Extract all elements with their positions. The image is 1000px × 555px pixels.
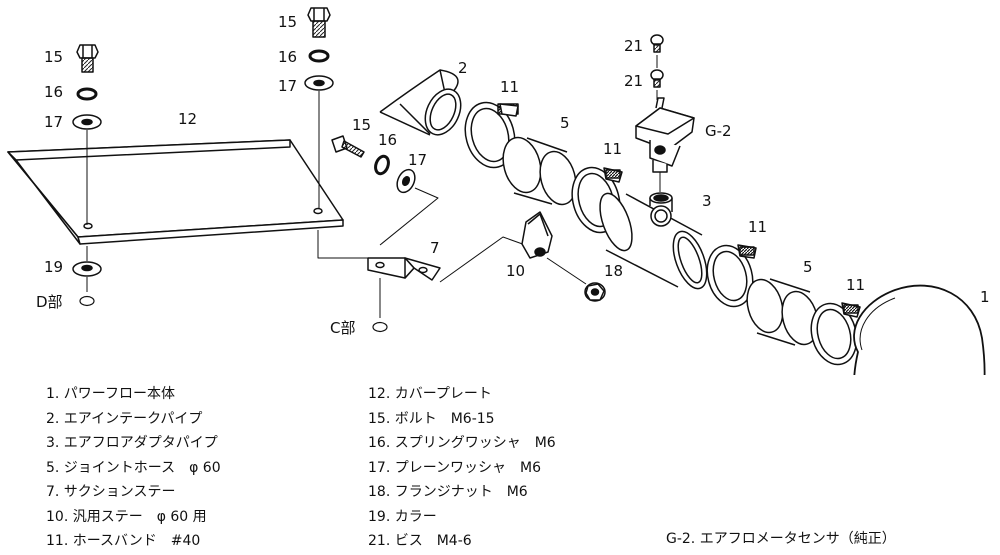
bolt-15-left (76, 44, 99, 73)
cover-plate-12 (7, 139, 344, 245)
legend-item: 10. 汎用ステー φ 60 用 (46, 508, 207, 525)
plain-washer-17-mid (396, 168, 416, 194)
suction-stay-7 (367, 257, 441, 281)
universal-stay-10 (521, 211, 553, 259)
callout-2: 2 (458, 59, 468, 77)
power-flow-body-1 (853, 284, 986, 375)
callout-11b: 11 (603, 140, 622, 158)
spring-washer-16-mid (374, 154, 390, 176)
label-part-d: D部 (36, 293, 63, 311)
callout-19: 19 (44, 258, 63, 276)
callout-g2: G-2 (705, 122, 732, 140)
collar-19 (72, 261, 102, 277)
callout-1: 1 (980, 288, 990, 306)
hose-band-11-a (464, 101, 519, 169)
callout-18: 18 (604, 262, 623, 280)
legend-item: 19. カラー (368, 508, 437, 525)
callout-5b: 5 (803, 258, 813, 276)
legend-item: 16. スプリングワッシャ M6 (368, 435, 556, 451)
callout-11d: 11 (846, 276, 865, 294)
spring-washer-16-left (76, 87, 98, 101)
callout-3: 3 (702, 192, 712, 210)
hose-band-11-c (706, 244, 757, 308)
callout-10: 10 (506, 262, 525, 280)
joint-hose-5-b (746, 278, 819, 346)
flange-nut-18 (584, 282, 606, 302)
callout-16a: 16 (44, 83, 63, 101)
callout-15b: 15 (278, 13, 297, 31)
plain-washer-17-top (304, 75, 334, 91)
legend-item: 11. ホースバンド #40 (46, 533, 201, 549)
callout-12: 12 (178, 110, 197, 128)
legend-item: 7. サクションステー (46, 484, 176, 500)
screw-21-bottom (650, 69, 664, 88)
joint-hose-5-a (502, 136, 577, 206)
plain-washer-17-left (72, 114, 102, 130)
callout-11a: 11 (500, 78, 519, 96)
parts-legend-right: 12. カバープレート 15. ボルト M6-15 16. スプリングワッシャ … (368, 382, 556, 554)
callout-21a: 21 (624, 37, 643, 55)
label-part-c: C部 (330, 319, 355, 337)
callout-11c: 11 (748, 218, 767, 236)
air-flow-meter-sensor-g2 (635, 97, 695, 173)
legend-item: 2. エアインテークパイプ (46, 410, 203, 427)
callout-17b: 17 (278, 77, 297, 95)
legend-item: 1. パワーフロー本体 (46, 386, 175, 402)
screw-21-top (650, 34, 664, 53)
legend-item: 12. カバープレート (368, 386, 492, 402)
air-intake-pipe-2 (379, 69, 462, 136)
legend-item: 15. ボルト M6-15 (368, 410, 495, 427)
spring-washer-16-top (308, 49, 330, 63)
legend-item: 18. フランジナット M6 (368, 484, 528, 500)
callout-15a: 15 (44, 48, 63, 66)
legend-item: 17. プレーンワッシャ M6 (368, 459, 542, 476)
bolt-15-top (307, 7, 331, 38)
callout-21b: 21 (624, 72, 643, 90)
legend-item: 3. エアフロアダプタパイプ (46, 435, 218, 451)
callout-16c: 16 (378, 131, 397, 149)
callout-5a: 5 (560, 114, 570, 132)
legend-item-g2: G-2. エアフロメータセンサ（純正） (666, 531, 896, 547)
bolt-15-mid (331, 135, 365, 158)
parts-legend-left: 1. パワーフロー本体 2. エアインテークパイプ 3. エアフロアダプタパイプ… (46, 382, 221, 554)
exploded-parts-diagram: 1 2 3 5 5 7 10 11 11 11 11 12 15 15 15 1… (7, 7, 990, 375)
callout-16b: 16 (278, 48, 297, 66)
callout-17a: 17 (44, 113, 63, 131)
callout-17c: 17 (408, 151, 427, 169)
legend-item: 21. ビス M4-6 (368, 533, 472, 549)
callout-15c: 15 (352, 116, 371, 134)
legend-item: 5. ジョイントホース φ 60 (46, 459, 221, 476)
callout-7: 7 (430, 239, 440, 257)
air-flow-adapter-pipe-3 (599, 192, 708, 290)
